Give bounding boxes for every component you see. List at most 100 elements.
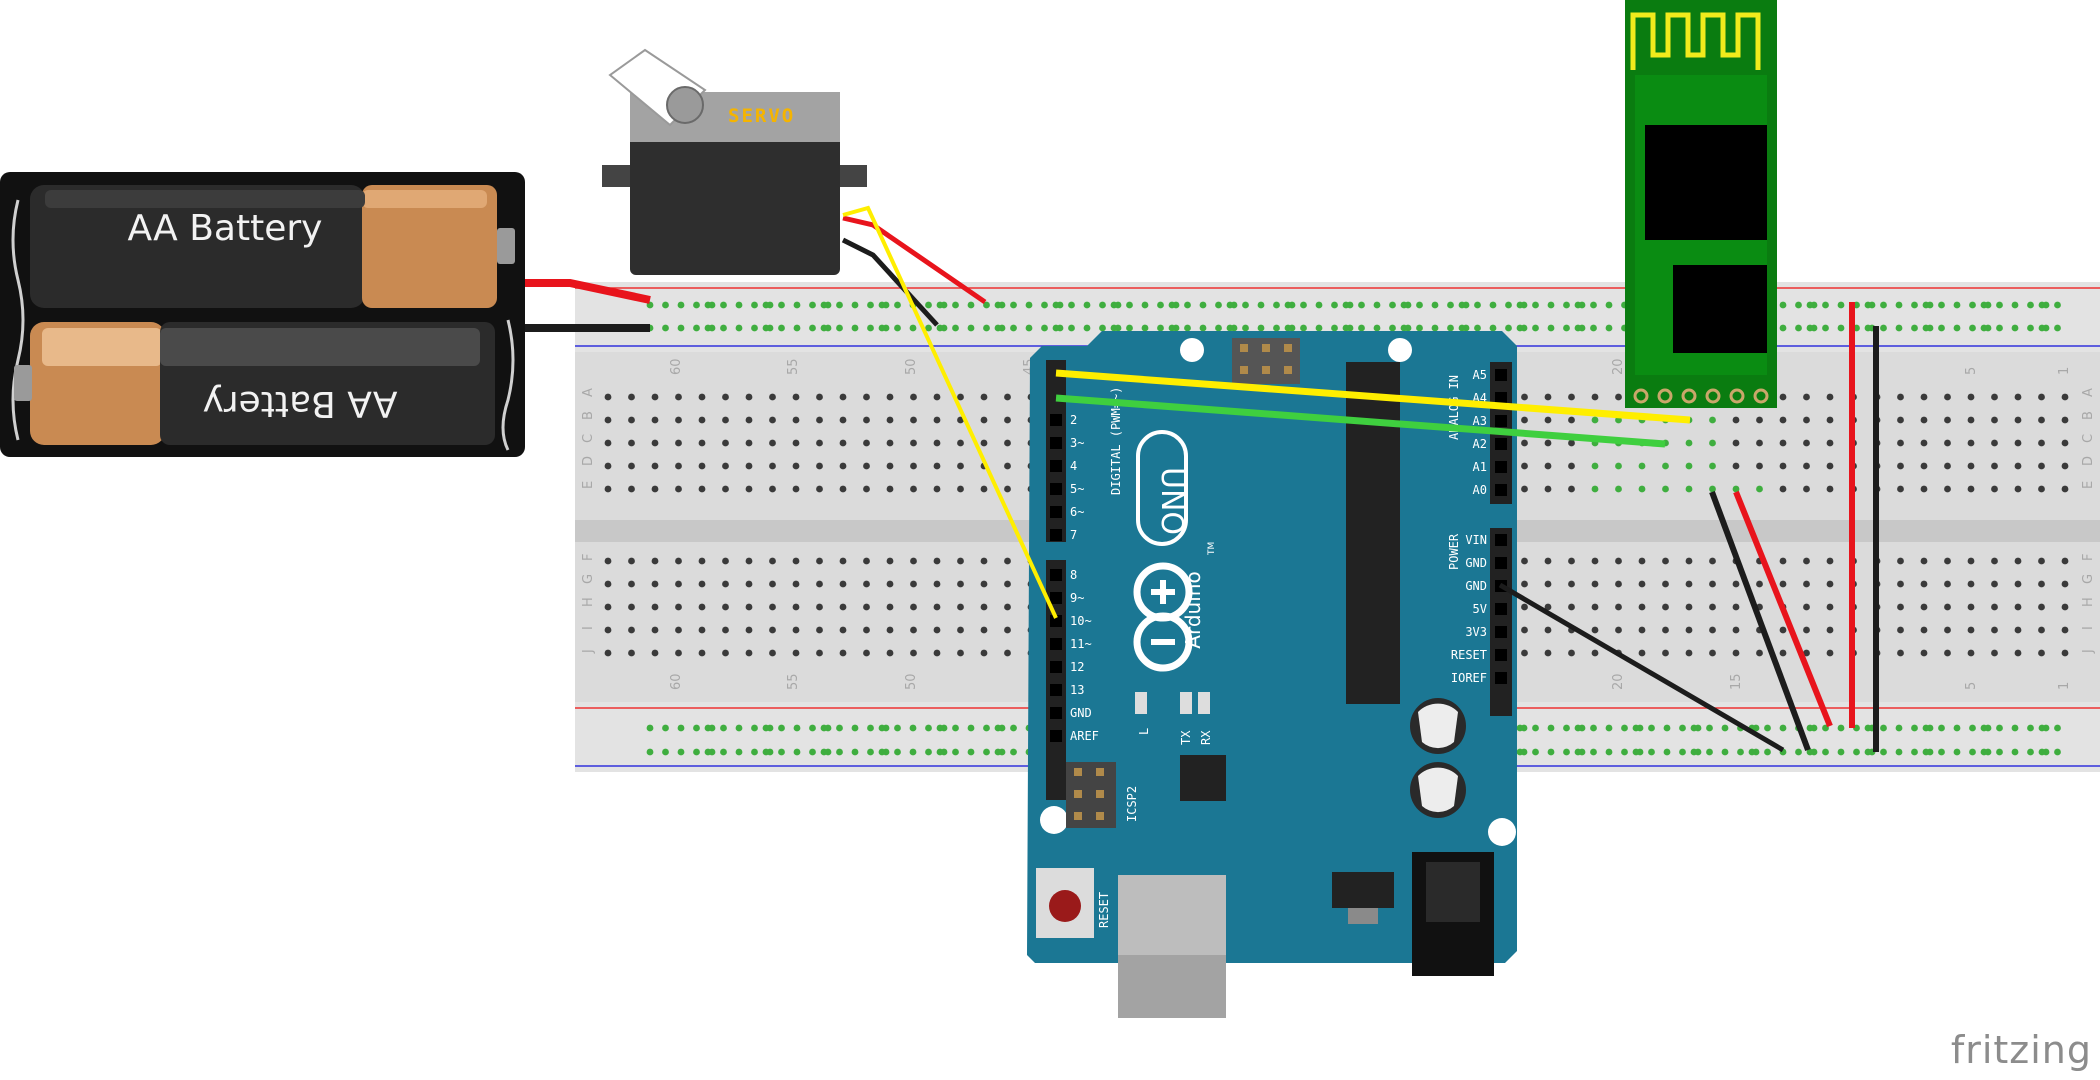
breadboard-hole[interactable] — [628, 557, 635, 565]
rail-hole[interactable] — [1126, 301, 1133, 309]
rail-hole[interactable] — [751, 301, 758, 309]
breadboard-hole[interactable] — [722, 393, 729, 401]
breadboard-hole[interactable] — [933, 580, 941, 588]
rail-hole[interactable] — [1458, 301, 1466, 309]
breadboard-hole[interactable] — [628, 393, 635, 401]
breadboard-hole[interactable] — [698, 485, 706, 493]
rail-hole[interactable] — [1938, 748, 1945, 756]
breadboard-hole[interactable] — [1521, 416, 1528, 424]
breadboard-hole[interactable] — [1920, 626, 1928, 634]
breadboard-hole[interactable] — [1991, 580, 1998, 588]
rail-hole[interactable] — [994, 324, 1002, 332]
rail-hole[interactable] — [1458, 324, 1466, 332]
rail-hole[interactable] — [2038, 748, 2046, 756]
rail-hole[interactable] — [1563, 748, 1570, 756]
breadboard-hole[interactable] — [839, 439, 847, 447]
breadboard-hole[interactable] — [1732, 580, 1740, 588]
breadboard-hole[interactable] — [1568, 557, 1575, 565]
rail-hole[interactable] — [778, 724, 785, 732]
breadboard-hole[interactable] — [722, 462, 729, 470]
breadboard-hole[interactable] — [839, 626, 847, 634]
rail-hole[interactable] — [1025, 324, 1033, 332]
rail-hole[interactable] — [1795, 748, 1802, 756]
rail-hole[interactable] — [1574, 748, 1582, 756]
breadboard-hole[interactable] — [863, 626, 870, 634]
rail-hole[interactable] — [1331, 324, 1338, 332]
rail-hole[interactable] — [751, 324, 758, 332]
breadboard-hole[interactable] — [933, 439, 941, 447]
breadboard-hole[interactable] — [2014, 580, 2022, 588]
rail-hole[interactable] — [1373, 301, 1381, 309]
rail-hole[interactable] — [1679, 724, 1686, 732]
breadboard-hole[interactable] — [2038, 416, 2045, 424]
breadboard-hole[interactable] — [1803, 393, 1810, 401]
breadboard-hole[interactable] — [1521, 626, 1528, 634]
rail-hole[interactable] — [1547, 301, 1555, 309]
breadboard-hole[interactable] — [957, 626, 964, 634]
breadboard-hole[interactable] — [1779, 485, 1787, 493]
breadboard-hole[interactable] — [1944, 580, 1951, 588]
rail-hole[interactable] — [909, 324, 917, 332]
rail-hole[interactable] — [1315, 324, 1323, 332]
breadboard-hole[interactable] — [816, 557, 823, 565]
breadboard-hole[interactable] — [769, 649, 776, 657]
rail-hole[interactable] — [1953, 748, 1961, 756]
breadboard-hole[interactable] — [628, 485, 635, 493]
rail-hole[interactable] — [1110, 301, 1118, 309]
rail-hole[interactable] — [967, 324, 975, 332]
wire-rx-green[interactable] — [1055, 394, 1666, 448]
breadboard-hole[interactable] — [910, 557, 917, 565]
rail-hole[interactable] — [646, 748, 654, 756]
rail-hole[interactable] — [1922, 724, 1930, 732]
breadboard-hole[interactable] — [722, 580, 729, 588]
breadboard-hole[interactable] — [1826, 603, 1834, 611]
rail-hole[interactable] — [778, 748, 785, 756]
rail-hole[interactable] — [936, 724, 944, 732]
breadboard-hole[interactable] — [745, 626, 753, 634]
breadboard-hole[interactable] — [628, 416, 635, 424]
breadboard-hole[interactable] — [1662, 462, 1669, 470]
breadboard-hole[interactable] — [604, 485, 612, 493]
breadboard-hole[interactable] — [1897, 439, 1904, 447]
breadboard-hole[interactable] — [980, 580, 988, 588]
breadboard-hole[interactable] — [628, 580, 635, 588]
breadboard-hole[interactable] — [651, 649, 659, 657]
breadboard-hole[interactable] — [816, 416, 823, 424]
wire-servo-red[interactable] — [842, 215, 987, 305]
rail-hole[interactable] — [1242, 324, 1249, 332]
breadboard-hole[interactable] — [1756, 649, 1763, 657]
rail-hole[interactable] — [936, 324, 944, 332]
breadboard-hole[interactable] — [1521, 439, 1528, 447]
breadboard-hole[interactable] — [1544, 393, 1552, 401]
rail-hole[interactable] — [1547, 748, 1555, 756]
breadboard-hole[interactable] — [1920, 485, 1928, 493]
rail-hole[interactable] — [983, 324, 990, 332]
breadboard-hole[interactable] — [2014, 603, 2022, 611]
power-pin-socket[interactable] — [1495, 534, 1507, 546]
breadboard-hole[interactable] — [886, 393, 894, 401]
rail-hole[interactable] — [967, 724, 975, 732]
rail-hole[interactable] — [1969, 301, 1976, 309]
rail-hole[interactable] — [909, 748, 917, 756]
breadboard-hole[interactable] — [722, 649, 729, 657]
digital-pin-socket[interactable] — [1050, 615, 1062, 627]
breadboard-hole[interactable] — [1685, 603, 1693, 611]
rail-hole[interactable] — [1284, 301, 1292, 309]
breadboard-hole[interactable] — [1615, 603, 1622, 611]
rail-hole[interactable] — [820, 748, 828, 756]
rail-hole[interactable] — [1980, 748, 1988, 756]
rail-hole[interactable] — [735, 324, 743, 332]
rail-hole[interactable] — [646, 724, 654, 732]
breadboard-hole[interactable] — [1756, 462, 1763, 470]
breadboard-hole[interactable] — [745, 557, 753, 565]
breadboard-hole[interactable] — [604, 580, 612, 588]
breadboard-hole[interactable] — [1991, 439, 1998, 447]
breadboard-hole[interactable] — [863, 485, 870, 493]
rail-hole[interactable] — [1068, 324, 1075, 332]
rail-hole[interactable] — [867, 724, 874, 732]
analog-pin-socket[interactable] — [1495, 369, 1507, 381]
breadboard-hole[interactable] — [1544, 580, 1552, 588]
rail-hole[interactable] — [1953, 724, 1961, 732]
rail-hole[interactable] — [1373, 324, 1381, 332]
breadboard-hole[interactable] — [1826, 649, 1834, 657]
